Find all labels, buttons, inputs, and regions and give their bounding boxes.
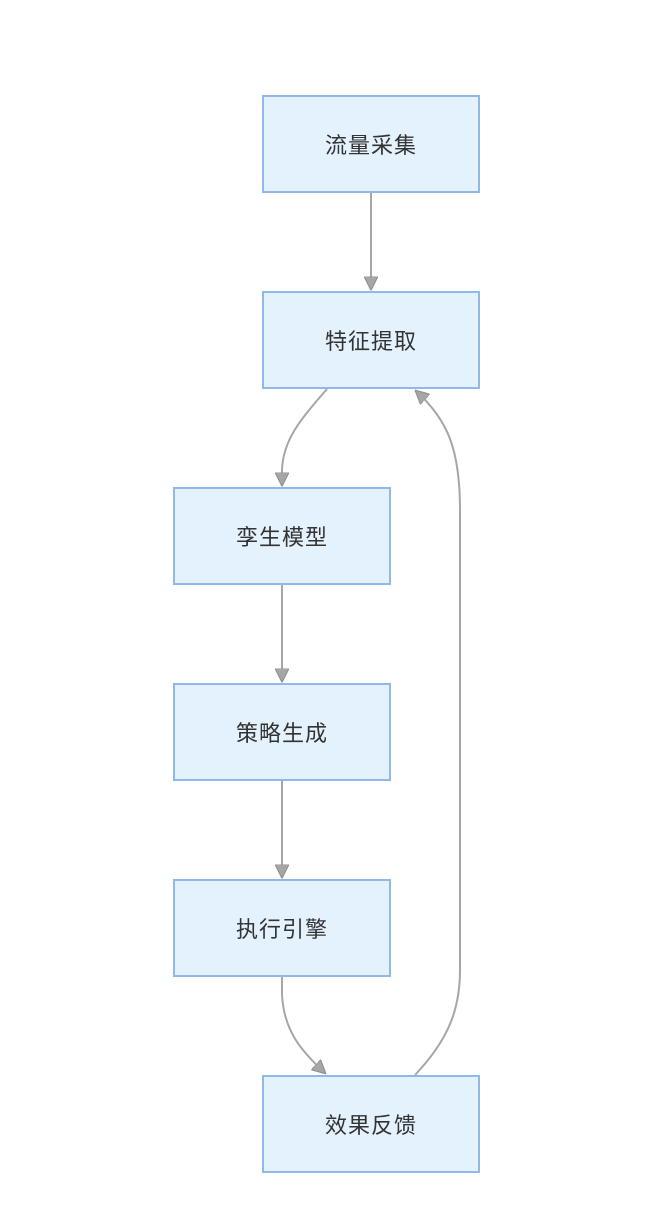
node-traffic-collection: 流量采集 [262,95,480,193]
edge-n6-n2 [415,391,461,1076]
node-label: 特征提取 [324,330,417,355]
node-label: 效果反馈 [324,1114,417,1139]
edge-n2-n3 [282,388,328,485]
edge-n5-n6 [281,977,325,1073]
node-feature-extraction: 特征提取 [262,291,480,389]
node-label: 执行引擎 [235,918,328,943]
node-effect-feedback: 效果反馈 [262,1075,480,1173]
node-label: 流量采集 [324,134,417,159]
node-label: 孪生模型 [235,526,328,551]
node-label: 策略生成 [235,722,328,747]
node-strategy-generation: 策略生成 [173,683,391,781]
node-twin-model: 孪生模型 [173,487,391,585]
node-execution-engine: 执行引擎 [173,879,391,977]
